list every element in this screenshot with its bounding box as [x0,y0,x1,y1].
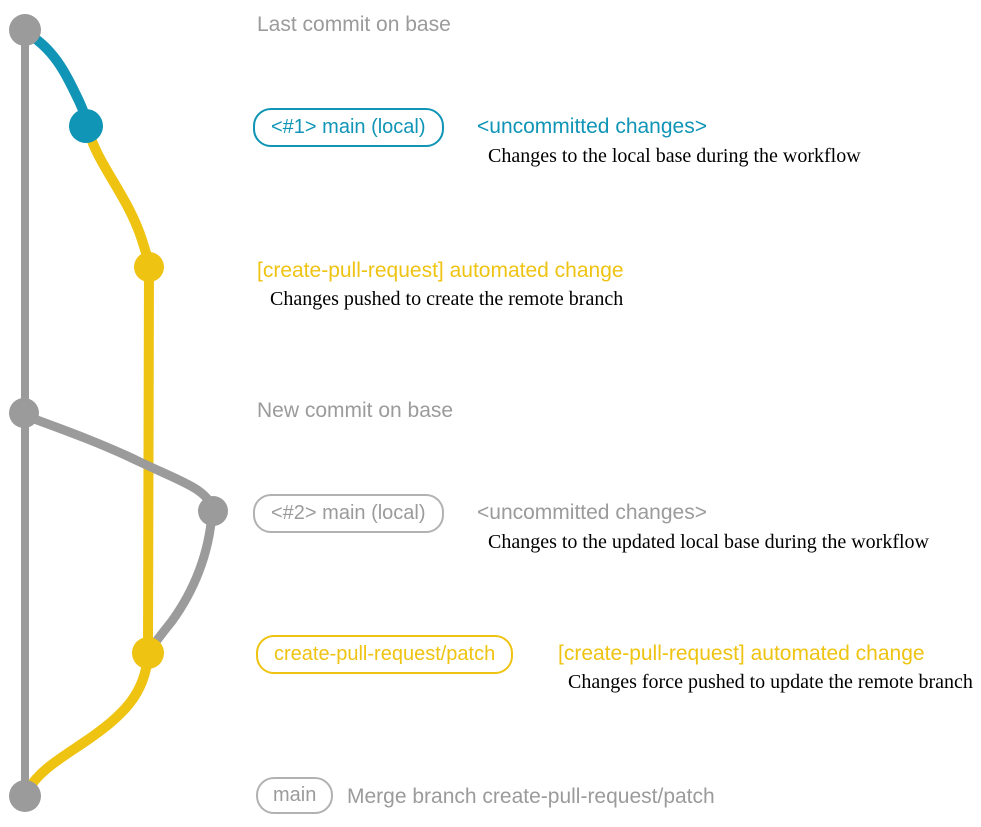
label-new-commit-on-base: New commit on base [257,399,454,422]
commit-caption-automated-change-1: Changes pushed to create the remote bran… [270,288,624,310]
branch-badge-main-merged: main [256,777,334,814]
label-last-commit-on-base: Last commit on base [257,13,451,36]
branch-badge-main-local-2: <#2> main (local) [253,494,444,533]
commit-title-automated-change-1: [create-pull-request] automated change [257,259,624,282]
branch-patch-line [143,262,154,658]
commit-node-last-base [9,14,41,46]
commit-title-merge: Merge branch create-pull-request/patch [347,785,715,808]
commit-node-merge [9,780,41,812]
git-graph [9,14,228,812]
branch-main-local-2-curve-b [146,508,217,654]
commit-title-automated-change-2: [create-pull-request] automated change [558,642,925,665]
commit-title-uncommitted-1: <uncommitted changes> [477,115,707,138]
branch-patch-curve-bottom [22,650,153,796]
commit-node-main-local-1 [69,109,103,143]
commit-node-main-local-2 [198,496,228,526]
commit-title-uncommitted-2: <uncommitted changes> [477,501,707,524]
commit-node-patch-1 [134,252,164,282]
branch-patch-curve-top [83,124,154,273]
commit-node-patch-2 [132,637,164,669]
commit-node-new-base [9,398,39,428]
branch-main-local-2-curve-a [21,411,218,513]
commit-caption-automated-change-2: Changes force pushed to update the remot… [568,671,973,693]
commit-caption-uncommitted-2: Changes to the updated local base during… [488,531,929,553]
branch-badge-create-pull-request-patch: create-pull-request/patch [256,635,514,674]
commit-caption-uncommitted-1: Changes to the local base during the wor… [488,145,861,167]
branch-badge-main-local-1: <#1> main (local) [253,108,444,147]
